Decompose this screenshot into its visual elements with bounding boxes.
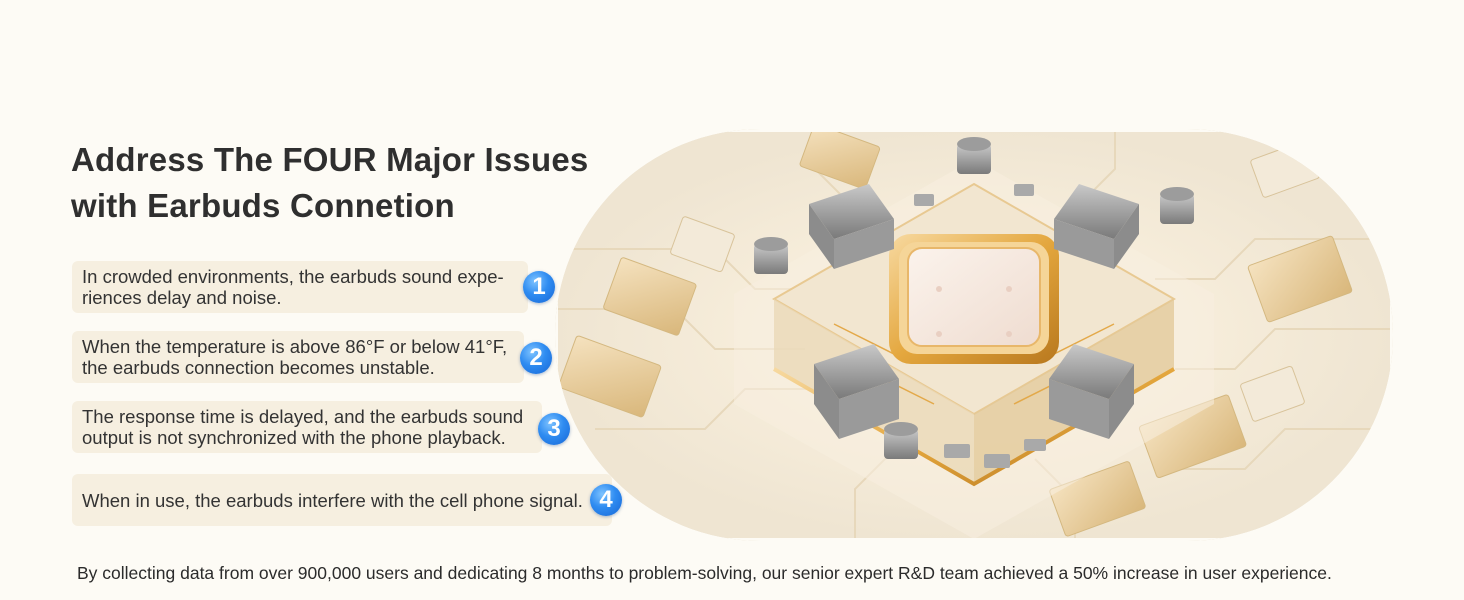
issue-card-2: When the temperature is above 86°F or be… xyxy=(72,331,524,383)
issue-text-line: In crowded environments, the earbuds sou… xyxy=(82,266,504,287)
issue-card-1: In crowded environments, the earbuds sou… xyxy=(72,261,528,313)
issue-card-4: When in use, the earbuds interfere with … xyxy=(72,474,612,526)
page-title: Address The FOUR Major Issues with Earbu… xyxy=(71,137,588,229)
issue-text-line: output is not synchronized with the phon… xyxy=(82,427,506,448)
number-badge-3: 3 xyxy=(538,413,570,445)
circuit-board-image xyxy=(555,129,1393,541)
number-badge-4: 4 xyxy=(590,484,622,516)
number-badge-2: 2 xyxy=(520,342,552,374)
issue-text-line: riences delay and noise. xyxy=(82,287,282,308)
number-badge-1: 1 xyxy=(523,271,555,303)
footer-note: By collecting data from over 900,000 use… xyxy=(77,563,1332,583)
issue-text-line: When in use, the earbuds interfere with … xyxy=(82,489,583,511)
title-line-2: with Earbuds Connetion xyxy=(71,187,455,224)
chip-illustration xyxy=(555,129,1393,541)
issue-text-line: The response time is delayed, and the ea… xyxy=(82,406,524,427)
issue-text-line: When the temperature is above 86°F or be… xyxy=(82,336,508,357)
issue-card-3: The response time is delayed, and the ea… xyxy=(72,401,542,453)
title-line-1: Address The FOUR Major Issues xyxy=(71,141,589,178)
issue-text-line: the earbuds connection becomes unstable. xyxy=(82,357,435,378)
